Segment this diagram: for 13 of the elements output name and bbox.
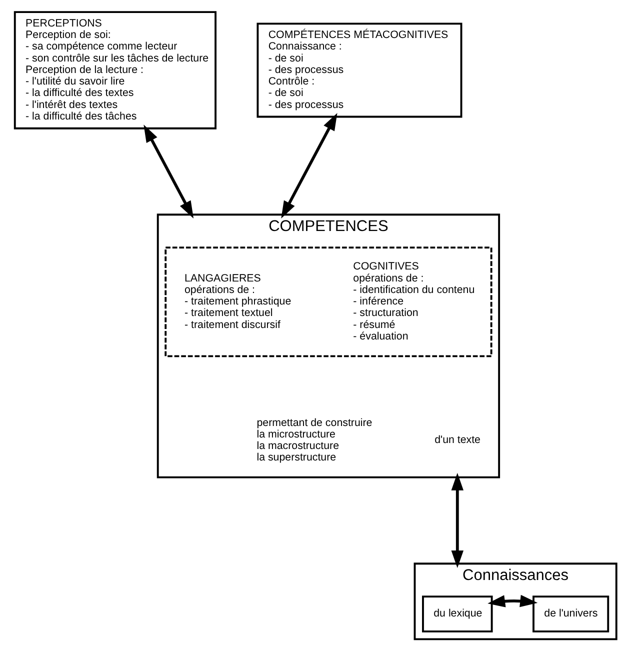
node-box: de l'univers xyxy=(532,596,609,632)
node-text: LANGAGIERES opérations de : - traitement phrastique - traitement textuel - traitement discursif xyxy=(184,272,291,331)
node-box: du lexique xyxy=(422,596,492,632)
node-text: COGNITIVES opérations de : - identification du contenu - inférence - structuration - résumé - évaluation xyxy=(352,260,474,342)
arrow xyxy=(450,472,464,568)
node-text: permettant de construire la microstructure la macrostructure la superstructure xyxy=(256,416,372,464)
arrow xyxy=(280,112,337,219)
node-box: PERCEPTIONS Perception de soi: - sa compétence comme lecteur - son contrôle sur les tâches de lecture Perception de la lecture : - l'utilité du savoir lire - la difficulté des textes - l'intérêt des textes - la difficulté des tâches xyxy=(13,11,216,130)
arrow xyxy=(487,594,538,608)
cluster xyxy=(164,246,492,358)
arrow xyxy=(143,124,194,219)
node-box: COMPÉTENCES MÉTACOGNITIVES Connaissance : - de soi - des processus Contrôle : - de soi - des processus xyxy=(256,22,462,118)
node-text: d'un texte xyxy=(434,434,480,446)
